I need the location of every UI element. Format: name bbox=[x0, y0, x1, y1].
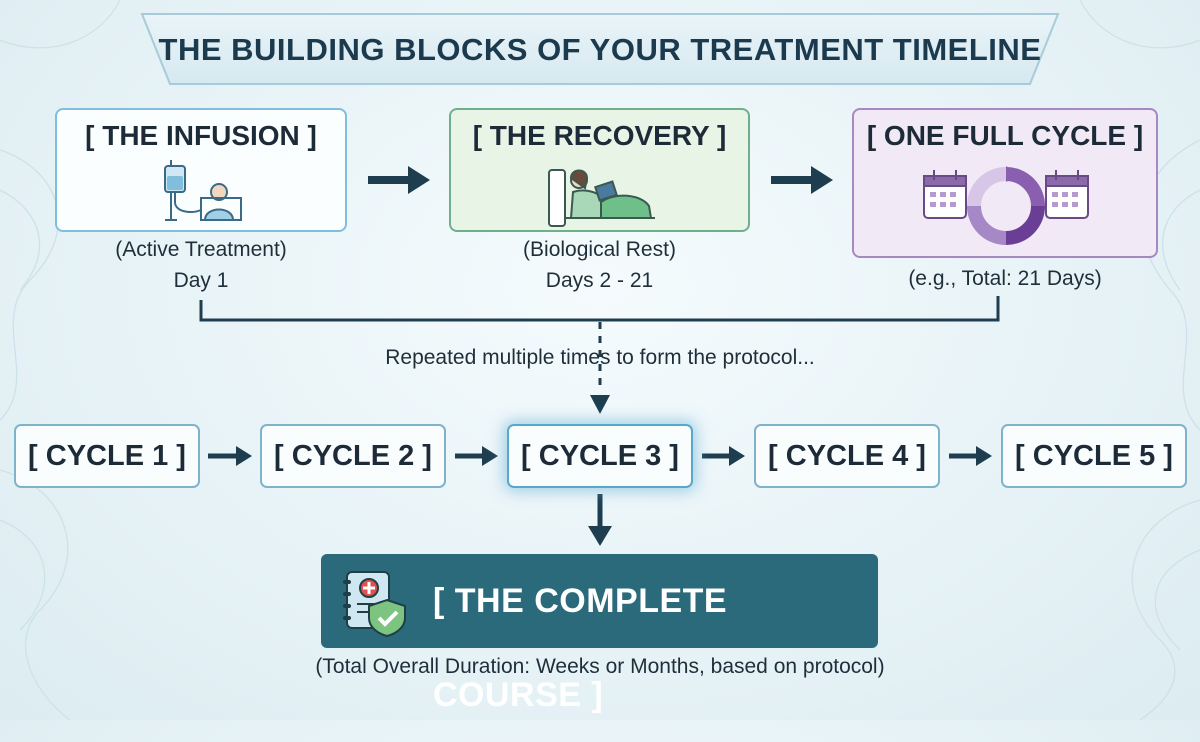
cycle-5-box[interactable]: [ CYCLE 5 ] bbox=[1001, 424, 1187, 488]
arrow-recovery-to-cycle bbox=[771, 166, 833, 194]
complete-course-caption: (Total Overall Duration: Weeks or Months… bbox=[315, 655, 885, 678]
bracket-line bbox=[199, 296, 1000, 322]
stage-cycle-caption: (e.g., Total: 21 Days) bbox=[908, 267, 1102, 290]
arrow-cycle3-to-cycle4 bbox=[702, 446, 745, 466]
stage-cycle-box: [ ONE FULL CYCLE ] bbox=[852, 108, 1158, 258]
cycle-1-box[interactable]: [ CYCLE 1 ] bbox=[14, 424, 200, 488]
stage-recovery-title: [ THE RECOVERY ] bbox=[472, 120, 727, 151]
arrow-cycle1-to-cycle2 bbox=[208, 446, 252, 466]
arrow-cycle2-to-cycle3 bbox=[455, 446, 498, 466]
title-banner bbox=[140, 13, 1060, 85]
stage-infusion-box: [ THE INFUSION ] bbox=[55, 108, 347, 232]
stage-infusion-title: [ THE INFUSION ] bbox=[85, 120, 317, 151]
stage-infusion-caption-line1: (Active Treatment) bbox=[115, 238, 287, 261]
cycle-3-box[interactable]: [ CYCLE 3 ] bbox=[507, 424, 693, 488]
stage-infusion-caption: (Active Treatment) Day 1 bbox=[55, 234, 347, 296]
stage-infusion-caption-line2: Day 1 bbox=[173, 269, 229, 292]
stage-cycle-title: [ ONE FULL CYCLE ] bbox=[866, 120, 1144, 151]
page-title: THE BUILDING BLOCKS OF YOUR TREATMENT TI… bbox=[158, 32, 1042, 67]
arrow-cycle3-to-course bbox=[588, 494, 612, 546]
diagram-connectors bbox=[199, 166, 1000, 546]
repeat-description: Repeated multiple times to form the prot… bbox=[385, 346, 815, 369]
iv-drip-patient-icon bbox=[164, 160, 242, 221]
stage-recovery-caption-line2: Days 2 - 21 bbox=[545, 269, 654, 292]
arrow-cycle4-to-cycle5 bbox=[949, 446, 992, 466]
stage-recovery-caption: (Biological Rest) Days 2 - 21 bbox=[449, 234, 750, 296]
calendar-cycle-icon bbox=[923, 166, 1089, 245]
complete-course-box[interactable]: [ THE COMPLETE COURSE ] bbox=[321, 554, 878, 714]
resting-patient-icon bbox=[548, 169, 655, 227]
stage-recovery-caption-line1: (Biological Rest) bbox=[523, 238, 676, 261]
dashed-arrow-head bbox=[590, 395, 610, 414]
medical-record-shield-icon bbox=[343, 571, 406, 638]
arrow-infusion-to-recovery bbox=[368, 166, 430, 194]
cycle-4-box[interactable]: [ CYCLE 4 ] bbox=[754, 424, 940, 488]
stage-recovery-box: [ THE RECOVERY ] bbox=[449, 108, 750, 232]
complete-course-label: [ THE COMPLETE COURSE ] bbox=[433, 582, 728, 714]
cycle-2-box[interactable]: [ CYCLE 2 ] bbox=[260, 424, 446, 488]
